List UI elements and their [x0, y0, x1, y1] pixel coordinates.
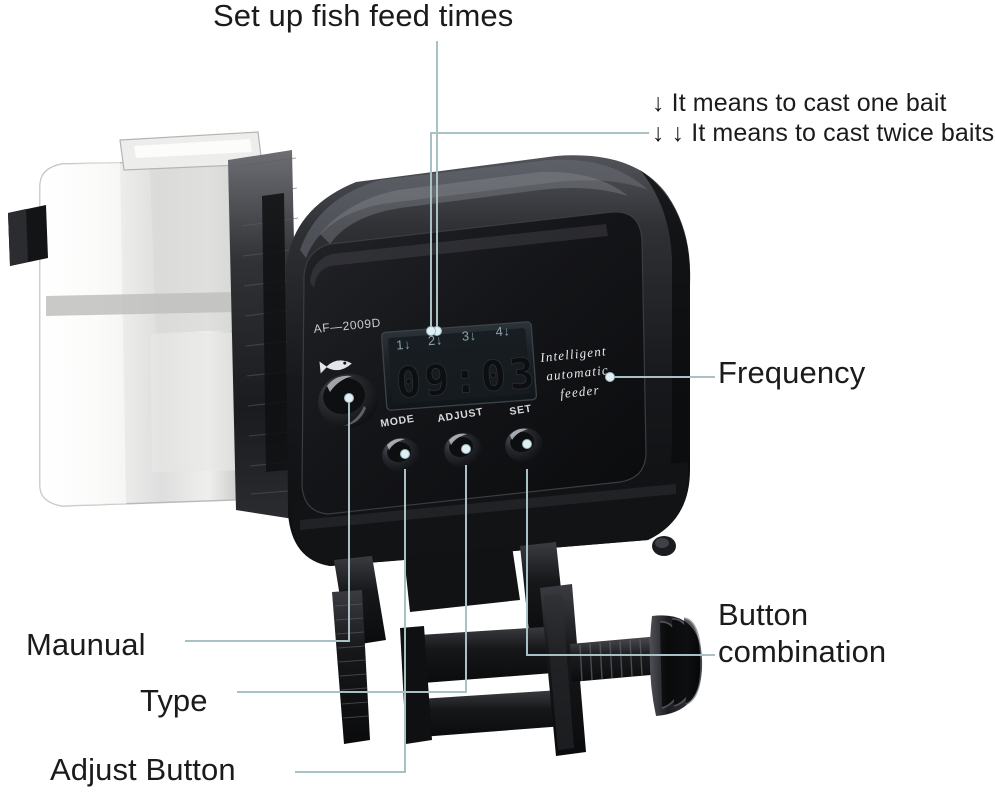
body-side-nub: [652, 536, 676, 556]
annotation-set-up-fish-feed-times: Set up fish feed times: [213, 0, 514, 33]
annotation-cast-one-bait: ↓ It means to cast one bait: [652, 89, 947, 117]
annotation-button-combination: Button combination: [718, 597, 887, 669]
annotation-manual: Maunual: [26, 627, 146, 662]
lcd-display: [380, 321, 538, 411]
annotation-cast-twice-baits: ↓ ↓ It means to cast twice baits: [652, 119, 995, 147]
clamp-bracket: [332, 584, 703, 756]
mode-label: MODE: [380, 413, 416, 430]
annotation-adjust-button: Adjust Button: [50, 752, 236, 787]
set-label: SET: [509, 403, 533, 418]
brand-script: Intelligent automatic feeder: [538, 343, 609, 401]
svg-text:automatic: automatic: [545, 362, 609, 383]
svg-text:feeder: feeder: [559, 382, 600, 401]
annotation-frequency: Frequency: [718, 355, 866, 390]
lcd-marker-1: 1↓: [396, 337, 412, 353]
lcd-time: 09:03: [394, 348, 539, 407]
lcd-marker-2: 2↓: [427, 332, 443, 348]
annotation-type: Type: [140, 683, 208, 718]
fish-icon: [319, 360, 352, 374]
lcd-marker-3: 3↓: [461, 328, 477, 344]
svg-text:Intelligent: Intelligent: [538, 343, 607, 365]
model-label: AF—2009D: [313, 316, 382, 336]
feed-hopper: [8, 131, 263, 507]
lcd-marker-4: 4↓: [495, 323, 511, 339]
